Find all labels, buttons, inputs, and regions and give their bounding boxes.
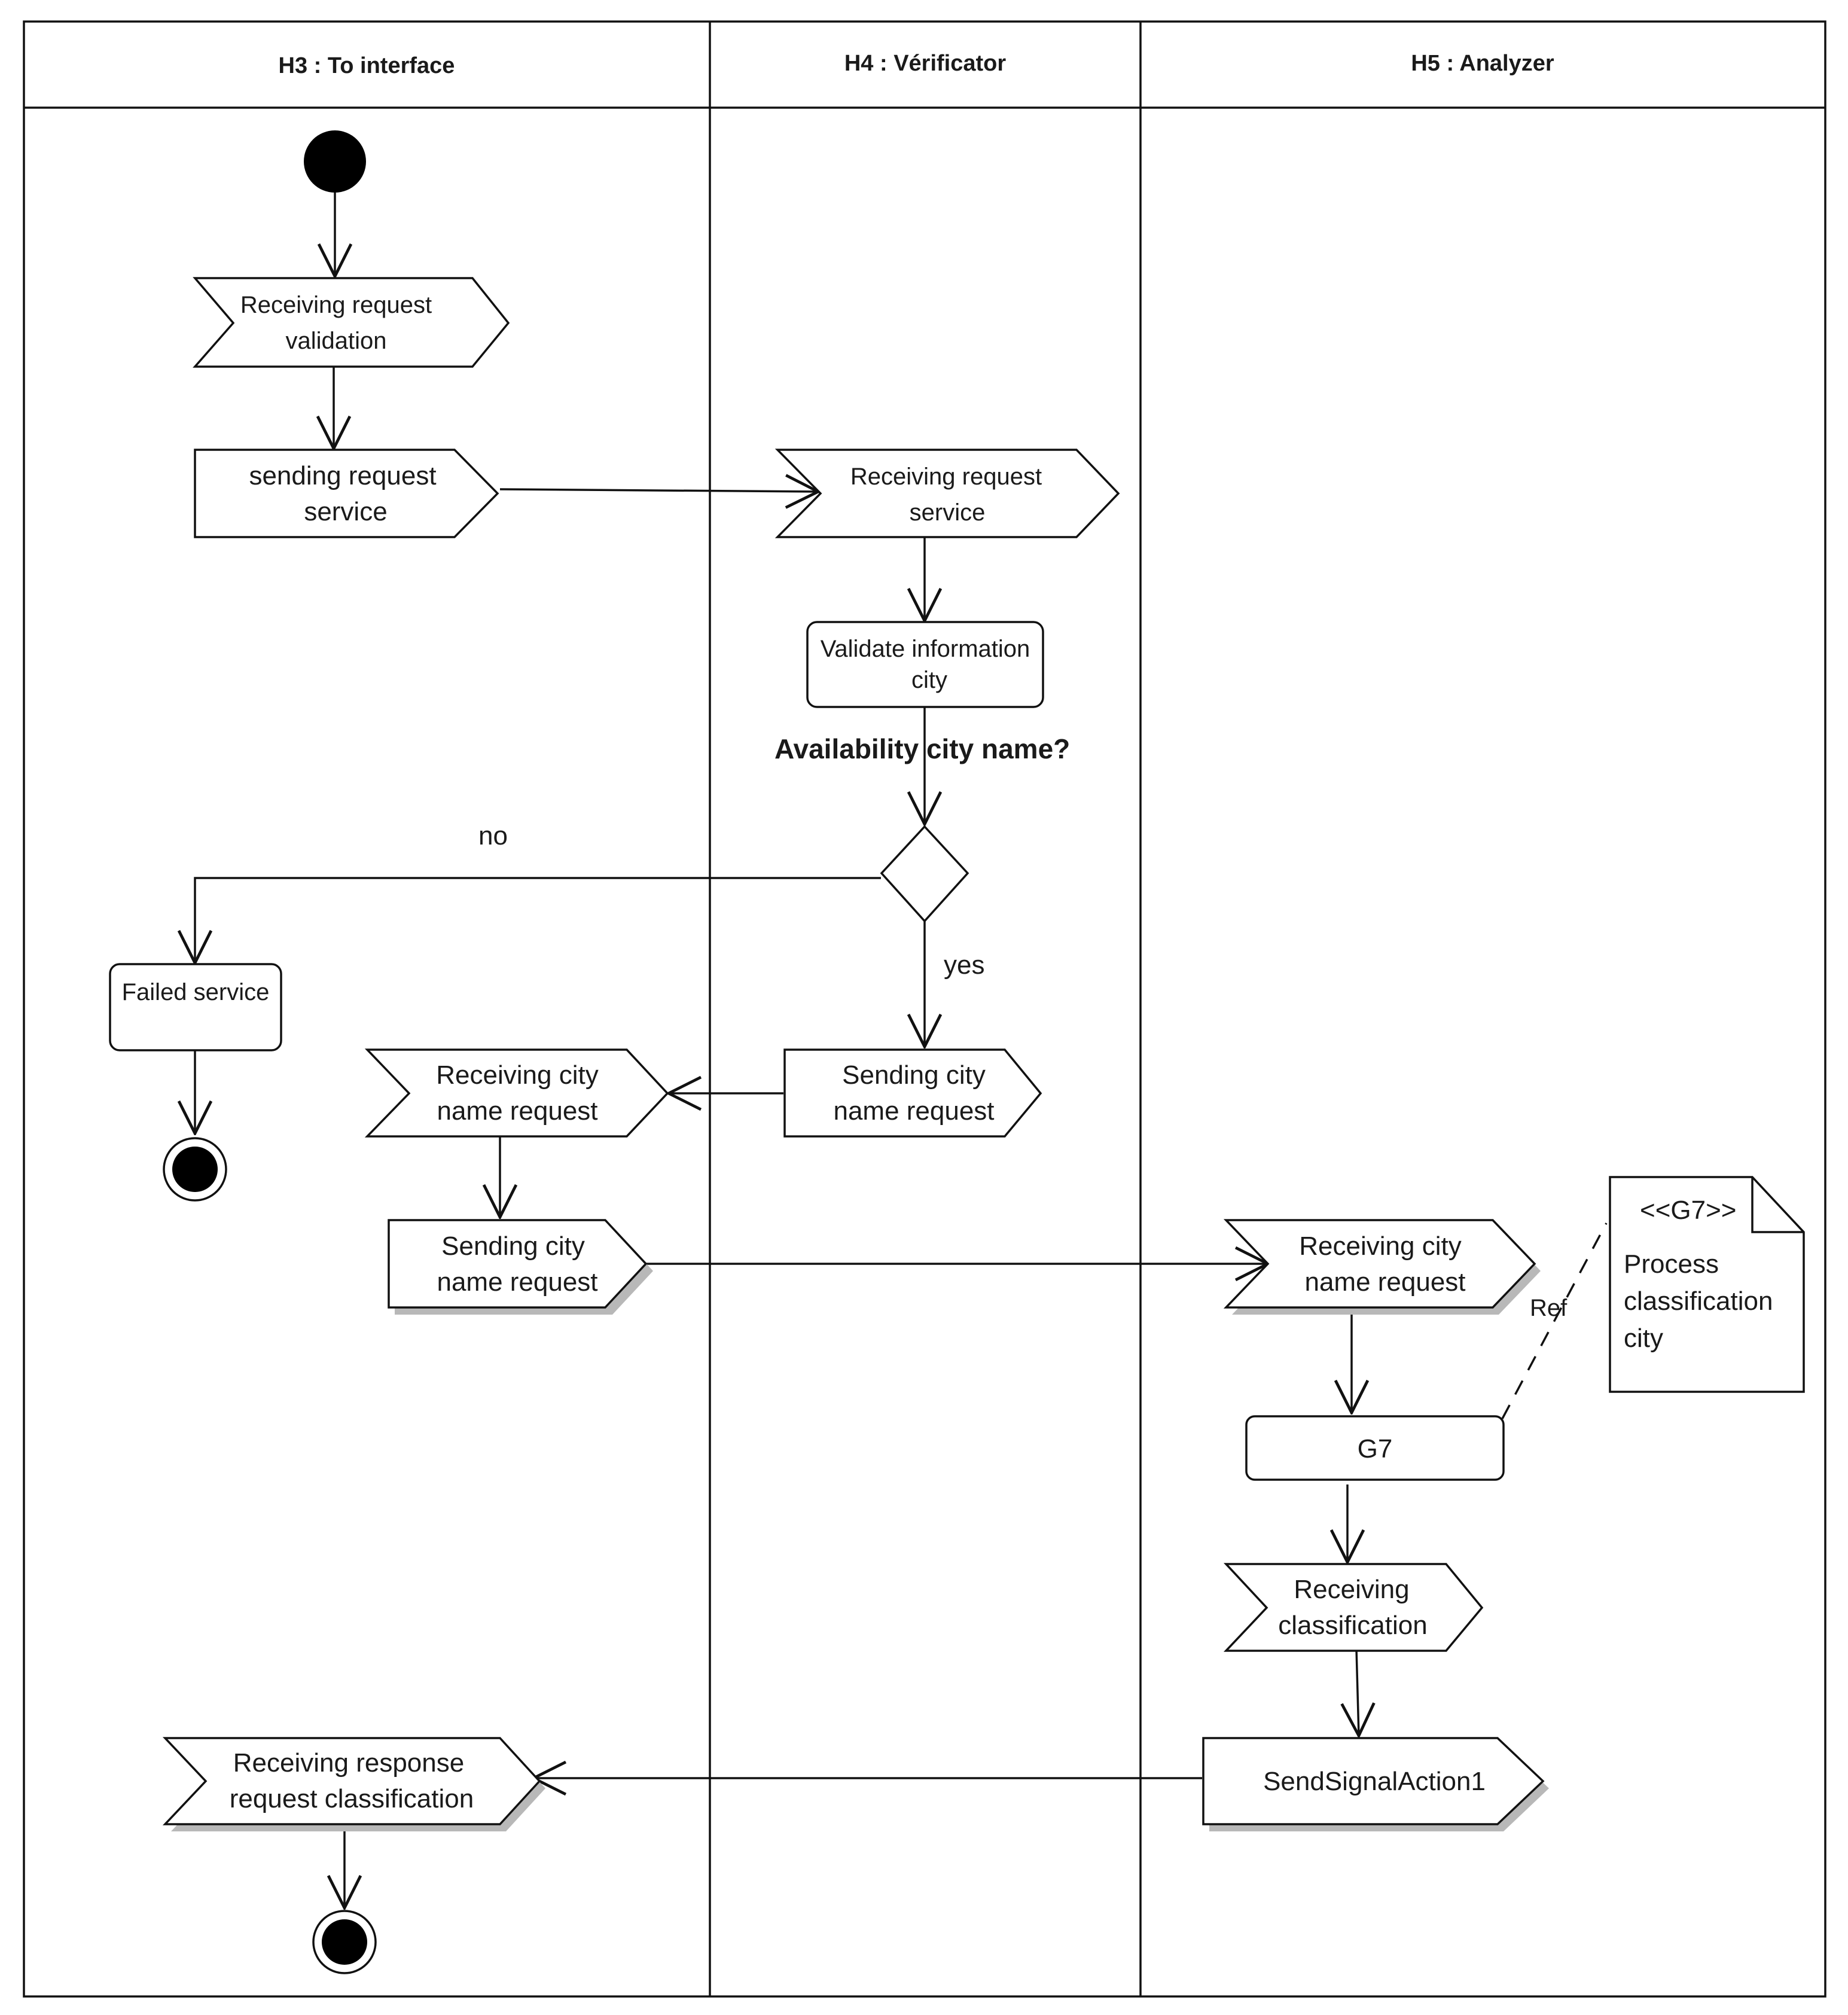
send-signal-sending-city-name-request-h3: Sending city name request bbox=[388, 1219, 653, 1315]
sending-city-name-request-h3-line-2: name request bbox=[437, 1267, 597, 1297]
lane-title-h5: H5 : Analyzer bbox=[1411, 51, 1554, 76]
action-failed-service: Failed service bbox=[109, 963, 282, 1051]
swimlane-frame bbox=[23, 20, 1826, 1998]
failed-service-label: Failed service bbox=[122, 979, 270, 1005]
guard-label-yes: yes bbox=[944, 950, 984, 980]
edge-sending-to-receiving-service bbox=[499, 489, 818, 492]
note-g7: <<G7>> Process classification city bbox=[1609, 1176, 1805, 1393]
sending-city-name-request-h4-line-2: name request bbox=[833, 1096, 994, 1126]
guard-label-no: no bbox=[478, 821, 508, 850]
sending-city-name-request-h4-line-1: Sending city bbox=[842, 1060, 986, 1090]
receiving-city-name-request-h3-line-1: Receiving city bbox=[436, 1060, 598, 1090]
lane-h5: H5 : Analyzer bbox=[1411, 51, 1554, 76]
lane-title-h3: H3 : To interface bbox=[279, 53, 455, 78]
sending-request-service-line-1: sending request bbox=[249, 461, 436, 490]
ref-label: Ref bbox=[1530, 1295, 1568, 1321]
receiving-response-line-1: Receiving response bbox=[233, 1748, 464, 1778]
lane-h4: H4 : Vérificator bbox=[844, 51, 1007, 76]
validate-information-city-line-1: Validate information bbox=[821, 636, 1030, 662]
receiving-classification-line-2: classification bbox=[1278, 1611, 1427, 1640]
action-g7: G7 bbox=[1245, 1415, 1505, 1481]
sending-request-service-line-2: service bbox=[304, 497, 387, 526]
receiving-request-service-line-2: service bbox=[910, 499, 986, 526]
sending-city-name-request-h3-line-1: Sending city bbox=[441, 1231, 585, 1261]
send-signal-sending-request-service: sending request service bbox=[194, 449, 499, 538]
decision-node-icon bbox=[880, 825, 969, 923]
accept-event-receiving-classification: Receiving classification bbox=[1223, 1563, 1484, 1652]
sendsignalaction1-label: SendSignalAction1 bbox=[1263, 1767, 1486, 1796]
validate-information-city-line-2: city bbox=[911, 667, 947, 693]
note-line-1: Process bbox=[1624, 1249, 1719, 1279]
edge-decision-no-to-failed bbox=[195, 877, 881, 963]
edge-receiving-classification-to-send-signal bbox=[1356, 1648, 1359, 1736]
receiving-request-validation-line-1: Receiving request bbox=[240, 292, 432, 318]
receiving-city-name-request-h3-line-2: name request bbox=[437, 1096, 597, 1126]
lane-title-h4: H4 : Vérificator bbox=[844, 51, 1007, 76]
accept-event-receiving-request-validation: Receiving request validation bbox=[193, 277, 510, 368]
initial-node-icon bbox=[304, 130, 366, 193]
edge-ref-g7-to-note bbox=[1501, 1223, 1608, 1419]
receiving-city-name-request-h5-line-1: Receiving city bbox=[1299, 1231, 1461, 1261]
note-stereotype: <<G7>> bbox=[1640, 1196, 1736, 1225]
receiving-response-line-2: request classification bbox=[230, 1784, 474, 1813]
g7-label: G7 bbox=[1358, 1434, 1393, 1464]
note-line-2: classification bbox=[1624, 1287, 1773, 1316]
lane-h3: H3 : To interface bbox=[279, 53, 455, 78]
send-signal-sending-city-name-request-h4: Sending city name request bbox=[783, 1048, 1042, 1138]
decision-guard-question: Availability city name? bbox=[774, 733, 1070, 764]
final-node-failed-icon bbox=[163, 1137, 227, 1202]
receiving-request-validation-line-2: validation bbox=[285, 328, 386, 354]
accept-event-receiving-request-service: Receiving request service bbox=[774, 449, 1120, 538]
receiving-city-name-request-h5-line-2: name request bbox=[1304, 1267, 1465, 1297]
final-node-bottom-icon bbox=[312, 1910, 377, 1974]
send-signal-sendsignalaction1: SendSignalAction1 bbox=[1202, 1737, 1549, 1831]
note-line-3: city bbox=[1624, 1324, 1663, 1353]
action-validate-information-city: Validate information city bbox=[806, 621, 1044, 708]
accept-event-receiving-city-name-request-h5: Receiving city name request bbox=[1223, 1219, 1541, 1315]
edges bbox=[195, 193, 1608, 1908]
receiving-classification-line-1: Receiving bbox=[1294, 1575, 1409, 1604]
accept-event-receiving-city-name-request-h3: Receiving city name request bbox=[364, 1048, 669, 1138]
receiving-request-service-line-1: Receiving request bbox=[850, 464, 1042, 490]
accept-event-receiving-response: Receiving response request classificatio… bbox=[162, 1737, 545, 1831]
